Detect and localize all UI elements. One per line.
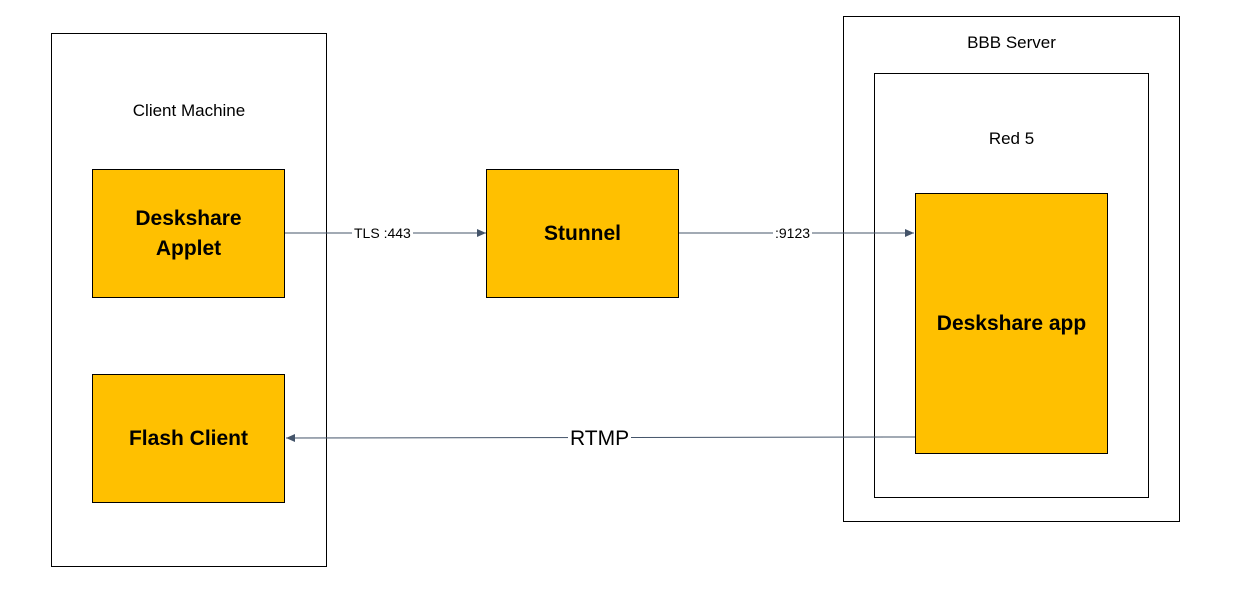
- stunnel-node: Stunnel: [486, 169, 679, 298]
- bbb-server-label: BBB Server: [967, 33, 1056, 52]
- client-machine-label: Client Machine: [132, 101, 246, 120]
- stunnel-label: Stunnel: [544, 221, 621, 245]
- edge-label-9123: :9123: [773, 225, 813, 241]
- deskshare-applet-node: Deskshare Applet: [92, 169, 285, 298]
- deskshare-applet-label: Deskshare Applet: [135, 206, 242, 260]
- deskshare-app-label: Deskshare app: [936, 311, 1087, 335]
- flash-client-node: Flash Client: [92, 374, 285, 503]
- deskshare-app-node: Deskshare app: [915, 193, 1108, 454]
- edge-label-tls: TLS :443: [352, 225, 413, 241]
- red5-label: Red 5: [988, 129, 1035, 148]
- flash-client-label: Flash Client: [128, 426, 249, 450]
- edge-label-rtmp: RTMP: [568, 427, 632, 450]
